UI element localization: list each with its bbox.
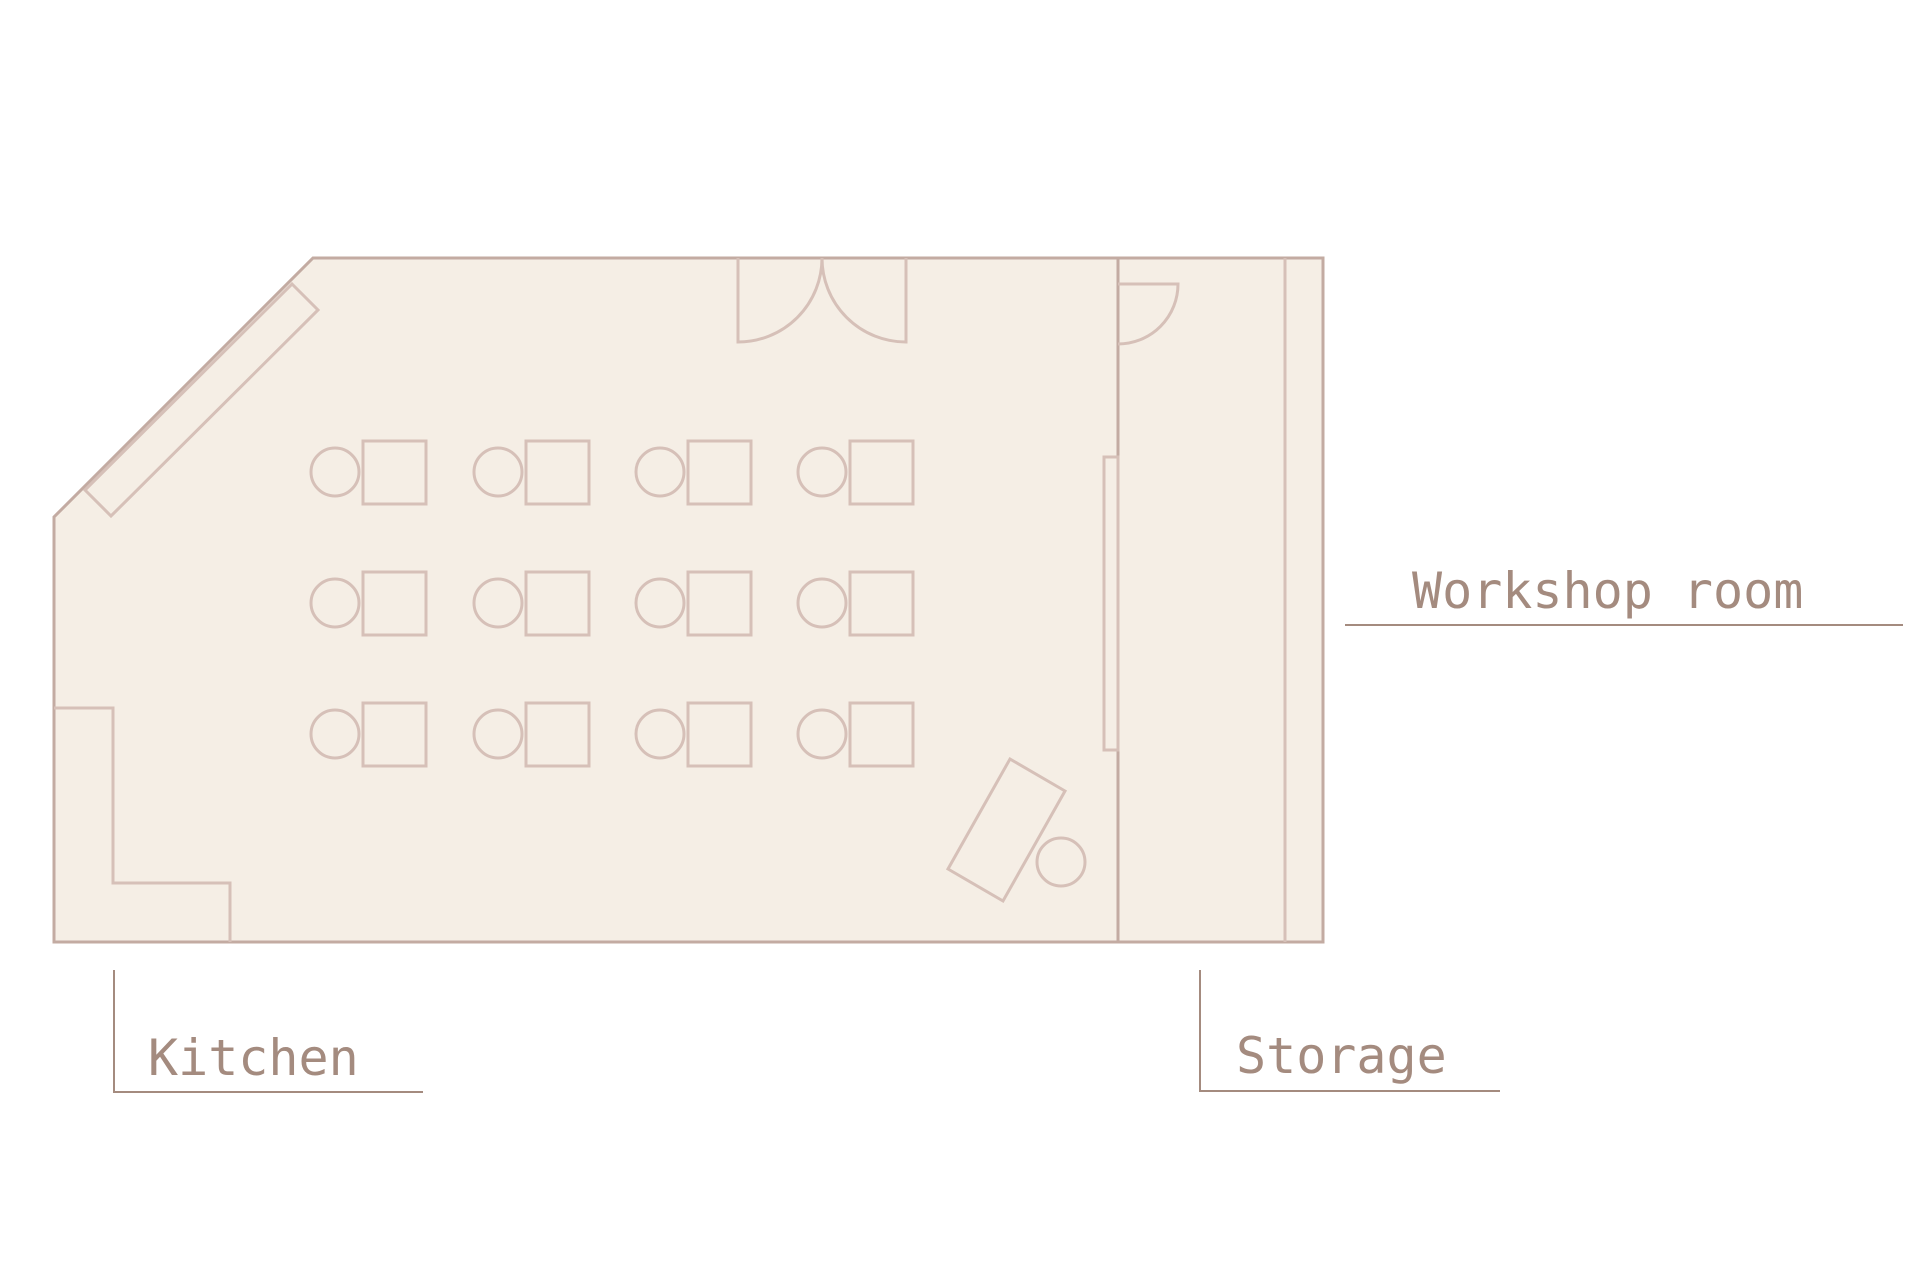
workshop-room-label-text: Workshop room — [1412, 562, 1803, 620]
desk-seat — [796, 701, 915, 768]
storage-label-text: Storage — [1236, 1027, 1447, 1085]
chair-icon — [796, 446, 848, 498]
desk-seat — [796, 439, 915, 506]
desk-icon — [686, 439, 753, 506]
desk-seat — [796, 570, 915, 637]
desk-seat — [472, 439, 591, 506]
desk-icon — [361, 439, 428, 506]
desk-seat — [634, 570, 753, 637]
desk-icon — [848, 439, 915, 506]
chair-icon — [472, 446, 524, 498]
chair-icon — [634, 708, 686, 760]
kitchen-label-text: Kitchen — [148, 1029, 359, 1087]
desk-seat — [634, 439, 753, 506]
workshop-room-label: Workshop room — [1345, 562, 1903, 626]
desk-seat — [472, 570, 591, 637]
outer-wall — [52, 256, 1325, 944]
storage-label: Storage — [1199, 970, 1500, 1092]
kitchen-counter-icon — [54, 706, 232, 942]
desk-icon — [848, 570, 915, 637]
desk-icon — [686, 701, 753, 768]
chair-icon — [472, 708, 524, 760]
desk-icon — [848, 701, 915, 768]
kitchen-leader-line — [113, 970, 423, 1093]
desk-seat — [309, 439, 428, 506]
desk-icon — [361, 570, 428, 637]
instructor-chair-icon — [1035, 836, 1087, 888]
instructor-desk-icon — [945, 756, 1068, 904]
desk-row-2 — [309, 570, 915, 637]
desk-icon — [524, 570, 591, 637]
chair-icon — [309, 446, 361, 498]
desk-seat — [309, 570, 428, 637]
desk-icon — [524, 701, 591, 768]
desk-row-3 — [309, 701, 915, 768]
whiteboard-panel — [1102, 455, 1120, 752]
desk-icon — [524, 439, 591, 506]
desk-icon — [361, 701, 428, 768]
chair-icon — [796, 577, 848, 629]
main-double-door-icon — [736, 257, 908, 344]
chair-icon — [309, 577, 361, 629]
desk-seat — [472, 701, 591, 768]
desk-icon — [686, 570, 753, 637]
room-fills — [54, 258, 1323, 942]
instructor-desk — [945, 756, 1087, 904]
storage-leader-line — [1199, 970, 1500, 1092]
chair-icon — [472, 577, 524, 629]
desk-grid — [309, 439, 915, 768]
diagonal-counter — [82, 281, 321, 519]
desk-seat — [309, 701, 428, 768]
desk-row-1 — [309, 439, 915, 506]
chair-icon — [796, 708, 848, 760]
chair-icon — [634, 577, 686, 629]
storage-room-floor — [1118, 258, 1323, 942]
chair-icon — [309, 708, 361, 760]
workshop-room-floor — [54, 258, 1118, 942]
desk-seat — [634, 701, 753, 768]
kitchen-label: Kitchen — [113, 970, 423, 1093]
storage-door-icon — [1117, 282, 1180, 346]
chair-icon — [634, 446, 686, 498]
